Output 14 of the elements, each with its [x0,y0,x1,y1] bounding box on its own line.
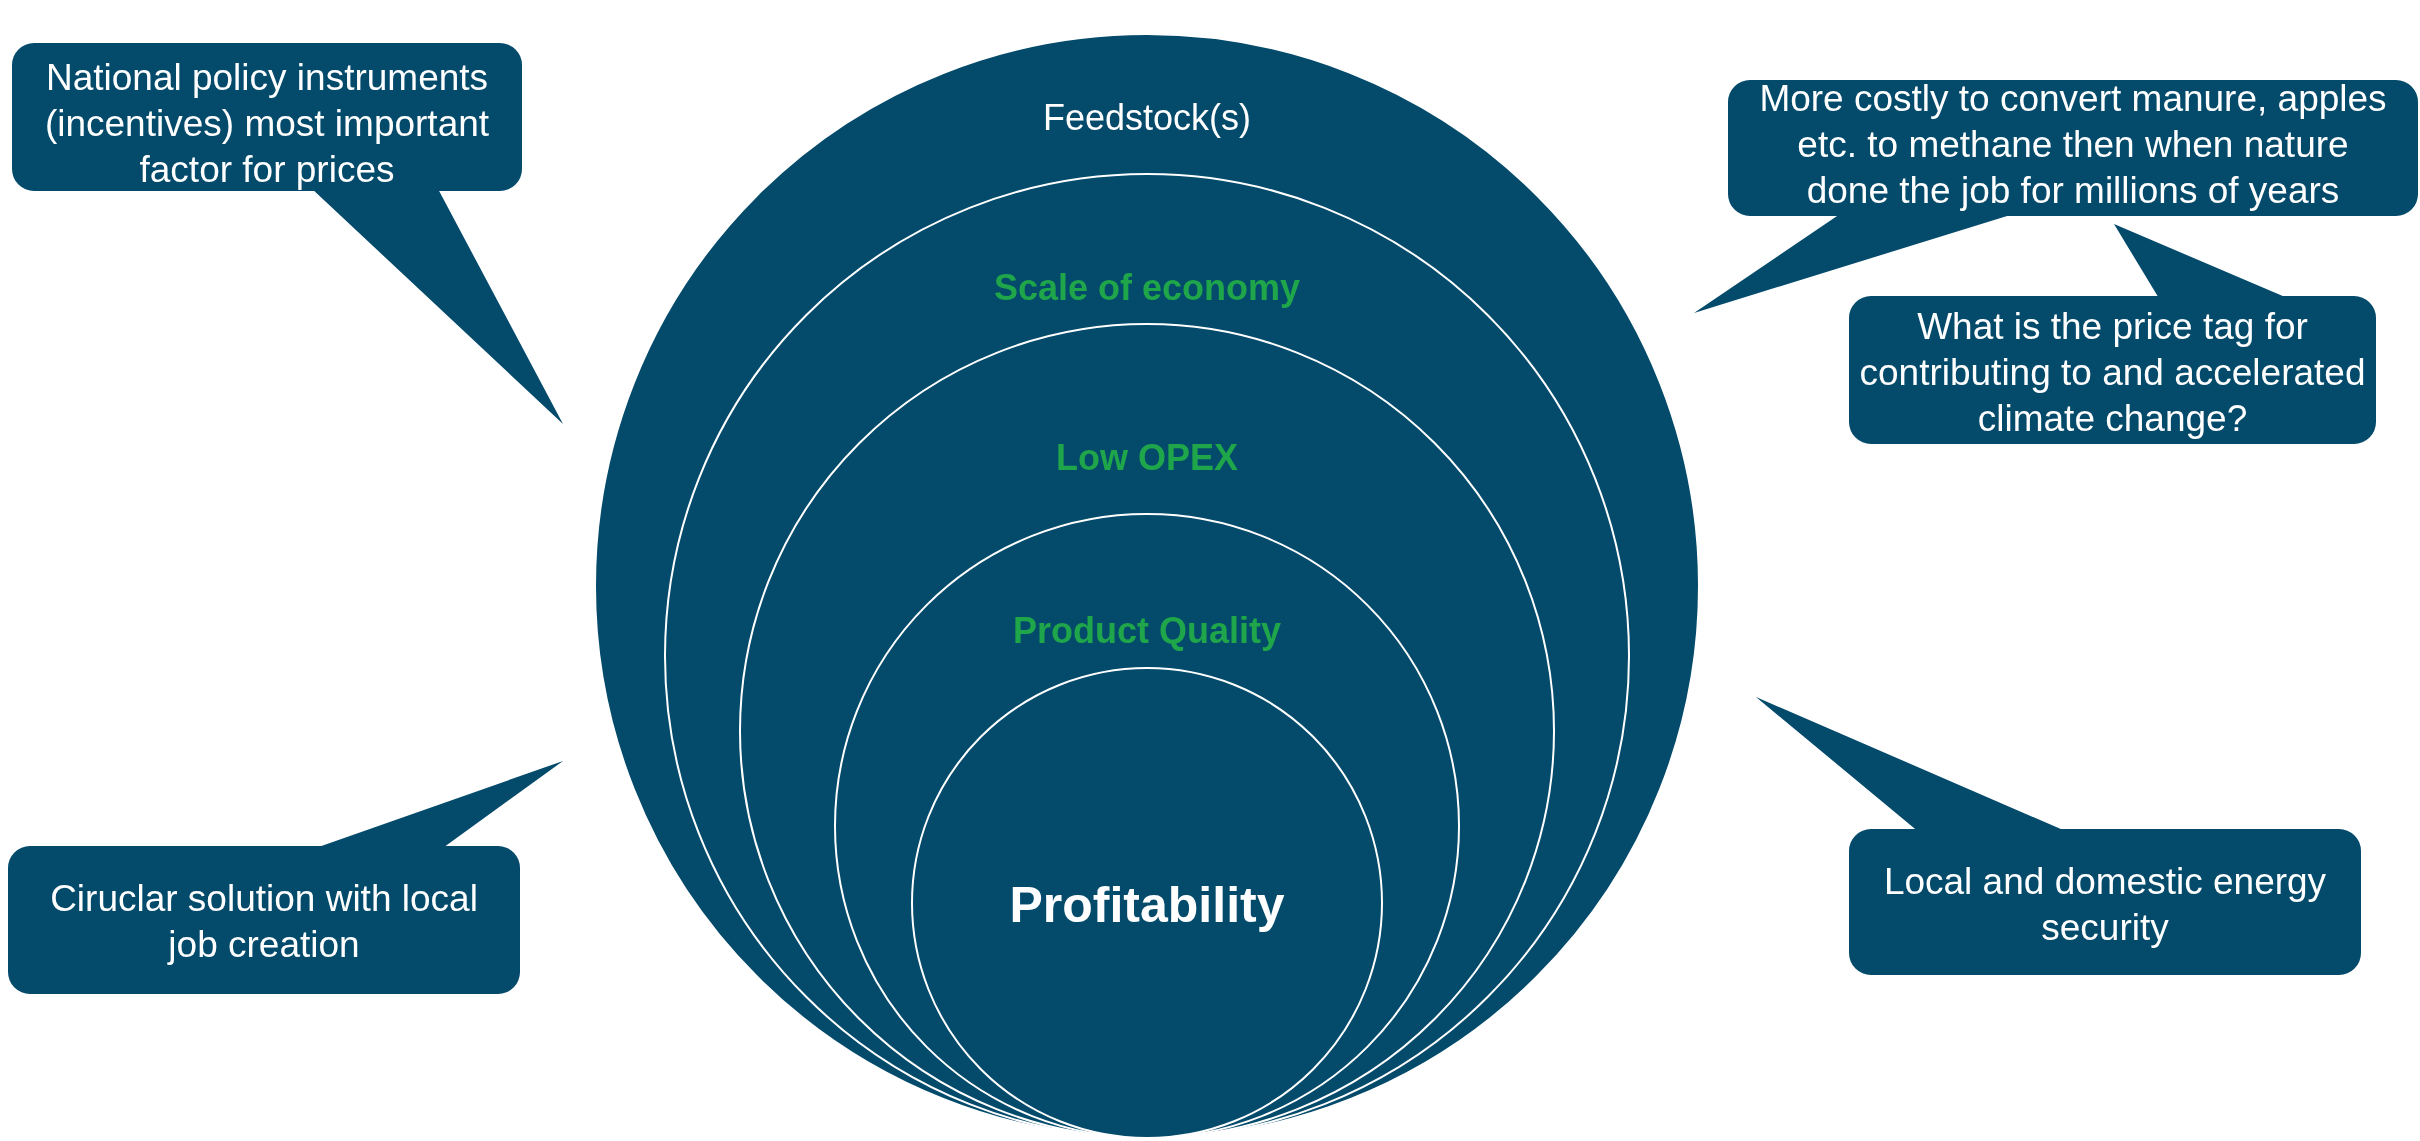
callout-text: Ciruclar solution with local job creation [49,877,479,967]
callout-text: National policy instruments (incentives) most important factor for prices [43,56,491,192]
layer-label: Product Quality [1011,609,1282,653]
speech-bubble [1756,697,2361,975]
layer-label: Profitability [1008,876,1286,934]
layer-label: Scale of economy [992,266,1302,310]
callout-text: What is the price tag for contributing to and accelerated climate change? [1858,305,2367,441]
speech-bubble [1849,224,2376,444]
callout-text: Local and domestic energy security [1882,860,2328,950]
layer-label: Feedstock(s) [1041,96,1252,140]
speech-bubble [12,43,563,424]
layer-label: Low OPEX [1054,436,1239,480]
speech-bubble [8,761,563,994]
callout-text: More costly to convert manure, apples etc. to methane then when nature done the job for millions of years [1758,77,2388,213]
